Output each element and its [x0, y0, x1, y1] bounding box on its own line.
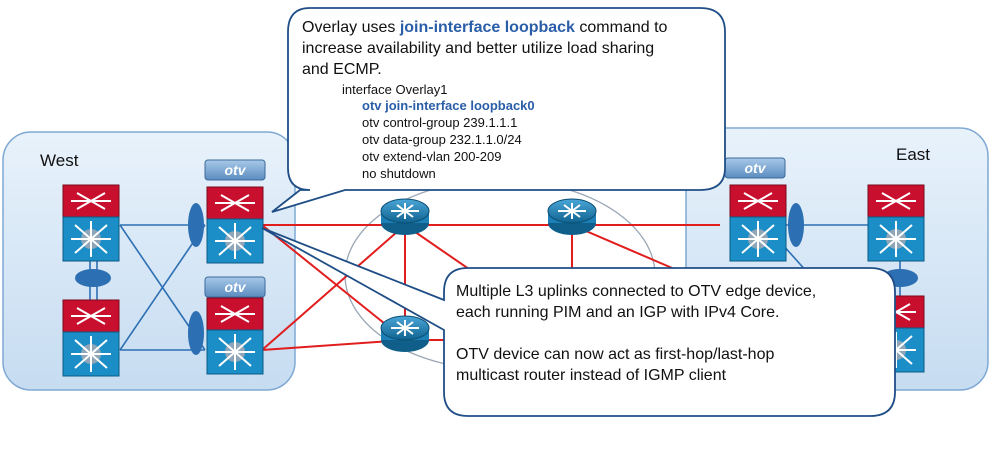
- west-otv-edge-top: [206, 186, 264, 264]
- west-site-label: West: [40, 151, 79, 170]
- callout-top-line1: Overlay uses join-interface loopback com…: [302, 19, 668, 36]
- core-router-top-right: [547, 198, 597, 235]
- west-portchannel-vertical: [75, 269, 111, 287]
- core-router-bottom-left: [380, 315, 430, 352]
- config-line-2: otv join-interface loopback0: [362, 98, 535, 113]
- config-line-4: otv data-group 232.1.1.0/24: [362, 132, 522, 147]
- callout-bottom-line5: multicast router instead of IGMP client: [456, 367, 727, 384]
- callout-bottom-line2: each running PIM and an IGP with IPv4 Co…: [456, 304, 779, 321]
- callout-bottom-line1: Multiple L3 uplinks connected to OTV edg…: [456, 283, 816, 300]
- east-portchannel-top: [788, 203, 804, 247]
- callout-top-line3: and ECMP.: [302, 61, 382, 78]
- west-switch-top-left: [62, 184, 120, 262]
- config-line-6: no shutdown: [362, 166, 436, 181]
- otv-tag-label: otv: [225, 162, 247, 178]
- west-portchannel-top: [188, 203, 204, 247]
- config-line-5: otv extend-vlan 200-209: [362, 149, 501, 164]
- otv-tag-label: otv: [745, 160, 767, 176]
- west-switch-bottom-left: [62, 299, 120, 377]
- callout-bottom: Multiple L3 uplinks connected to OTV edg…: [261, 227, 896, 417]
- west-portchannel-bottom: [188, 311, 204, 355]
- config-line-1: interface Overlay1: [342, 82, 448, 97]
- west-otv-edge-bottom: [206, 297, 264, 375]
- east-otv-edge-top: [729, 184, 787, 262]
- otv-tag-label: otv: [225, 279, 247, 295]
- callout-top: Overlay uses join-interface loopback com…: [271, 7, 726, 213]
- core-router-top-left: [380, 198, 430, 235]
- east-site-label: East: [896, 145, 930, 164]
- callout-bottom-line4: OTV device can now act as first-hop/last…: [456, 346, 774, 363]
- west-otv-tag-bottom: otv: [204, 276, 266, 298]
- east-switch-top-right: [867, 184, 925, 262]
- west-otv-tag-top: otv: [204, 159, 266, 181]
- callout-top-line2: increase availability and better utilize…: [302, 40, 654, 57]
- config-line-3: otv control-group 239.1.1.1: [362, 115, 517, 130]
- east-otv-tag-top: otv: [724, 157, 786, 179]
